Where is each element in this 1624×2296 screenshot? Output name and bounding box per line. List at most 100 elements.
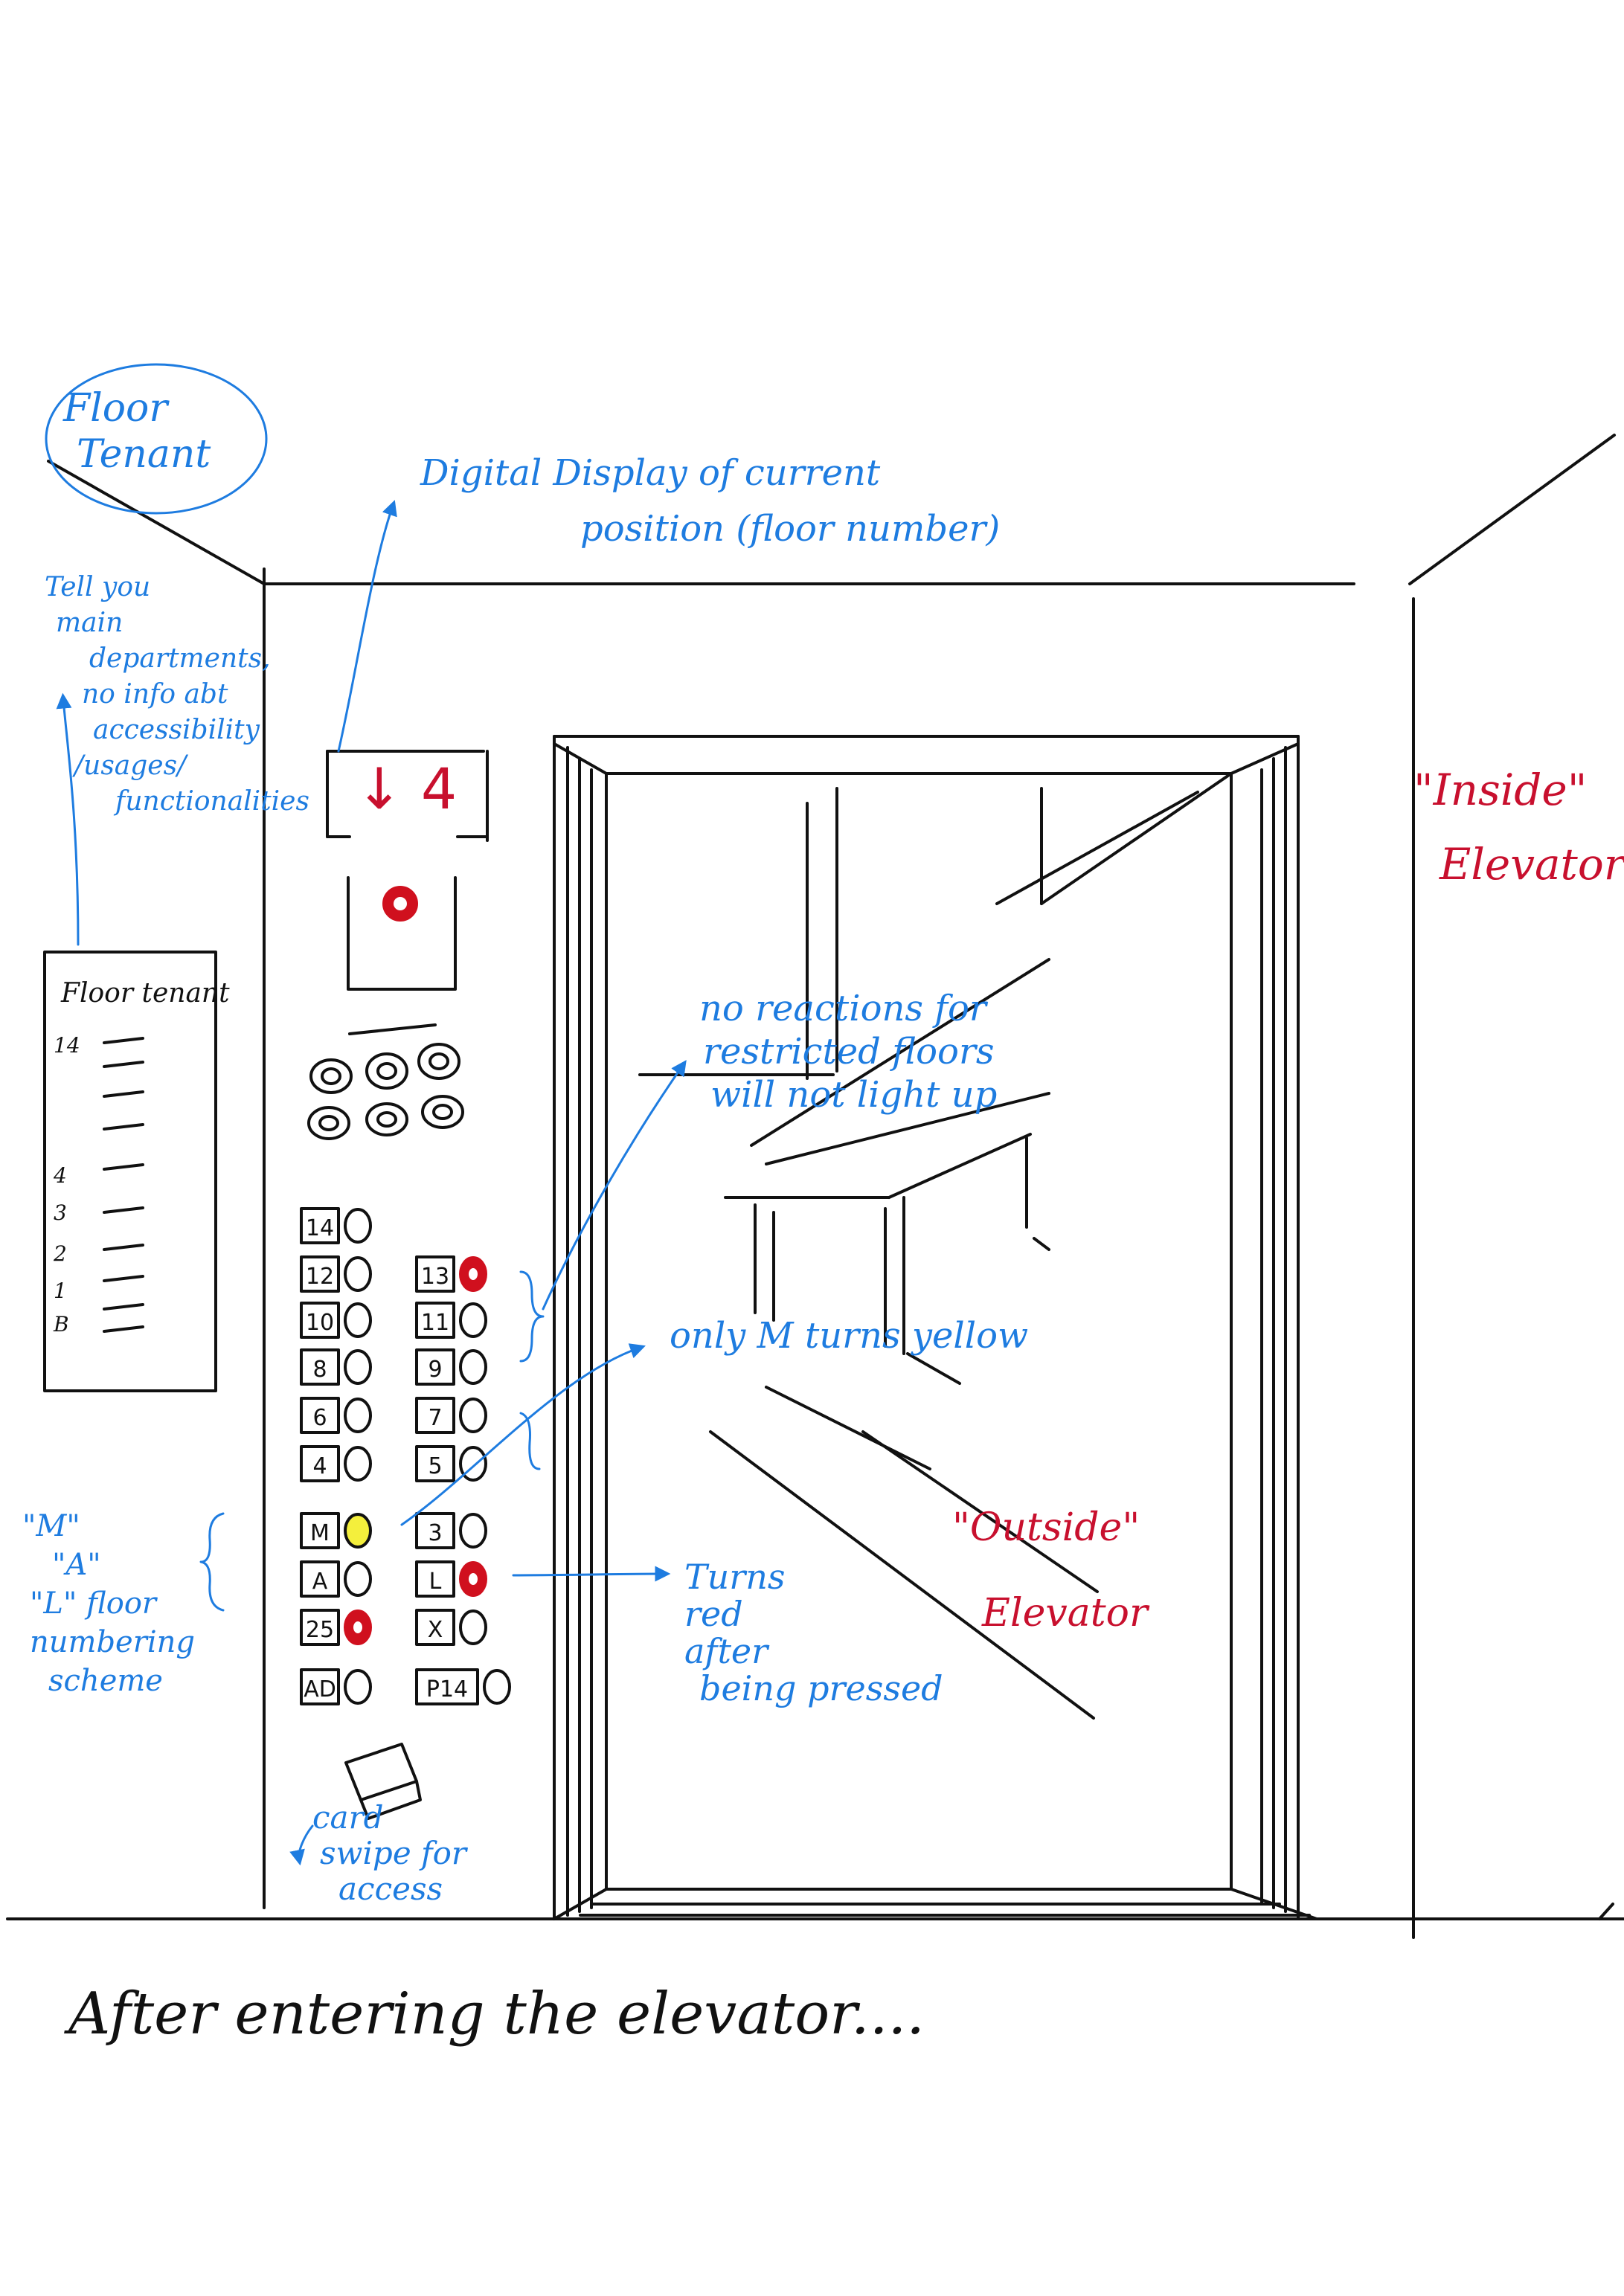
directory-floor-1: 1 bbox=[54, 1279, 67, 1302]
current-floor-number: 4 bbox=[421, 756, 457, 822]
button-lamp-off bbox=[484, 1670, 510, 1703]
floor-button-11[interactable]: 11 bbox=[417, 1303, 486, 1337]
floor-button-25[interactable]: 25 bbox=[301, 1610, 370, 1644]
floor-button-14[interactable]: 14 bbox=[301, 1209, 370, 1243]
numbering-note-line: scheme bbox=[48, 1665, 163, 1698]
floor-button-ad[interactable]: AD bbox=[301, 1670, 370, 1704]
directory-floor-2: 2 bbox=[54, 1242, 67, 1265]
floor-button-13[interactable]: 13 bbox=[417, 1257, 486, 1291]
directory-title: Floor tenant bbox=[61, 979, 230, 1009]
floor-button-l[interactable]: L bbox=[417, 1562, 486, 1596]
restricted-note-line: will not light up bbox=[710, 1075, 997, 1116]
floor-label: 14 bbox=[306, 1215, 334, 1241]
button-lamp-lit bbox=[345, 1514, 370, 1547]
restricted-note-line: no reactions for bbox=[699, 989, 986, 1029]
floor-directory-board bbox=[45, 952, 216, 1391]
display-note-line: position (floor number) bbox=[580, 509, 1000, 550]
red-note-line: Turns bbox=[684, 1558, 786, 1597]
lamp-glint bbox=[469, 1268, 478, 1280]
button-lamp-off bbox=[460, 1399, 486, 1432]
floor-label: 12 bbox=[306, 1264, 334, 1290]
button-lamp-off bbox=[460, 1351, 486, 1383]
floor-button-6[interactable]: 6 bbox=[301, 1398, 370, 1432]
floor-button-12[interactable]: 12 bbox=[301, 1257, 370, 1291]
floor-label: X bbox=[428, 1617, 443, 1643]
floor-button-4[interactable]: 4 bbox=[301, 1447, 370, 1481]
yellow-note-line: only M turns yellow bbox=[670, 1316, 1028, 1357]
card-note-line: access bbox=[338, 1871, 443, 1906]
button-lamp-off bbox=[345, 1563, 370, 1595]
floor-label: P14 bbox=[426, 1676, 468, 1702]
floor-label: 5 bbox=[428, 1453, 442, 1479]
button-lamp-off bbox=[345, 1447, 370, 1480]
inside-label-line: Elevator bbox=[1440, 840, 1624, 889]
display-note-line: Digital Display of current bbox=[420, 454, 880, 494]
button-lamp-off bbox=[460, 1304, 486, 1337]
floor-label: M bbox=[310, 1520, 330, 1546]
numbering-note-line: "M" bbox=[22, 1510, 80, 1543]
directory-note-line: accessibility bbox=[93, 716, 260, 745]
floor-button-x[interactable]: X bbox=[417, 1610, 486, 1644]
button-lamp-off bbox=[345, 1351, 370, 1383]
floor-label: 13 bbox=[421, 1264, 449, 1290]
directory-floor-4: 4 bbox=[54, 1164, 67, 1187]
card-note-line: card bbox=[312, 1800, 384, 1835]
floor-label: 8 bbox=[312, 1357, 327, 1383]
floor-button-7[interactable]: 7 bbox=[417, 1398, 486, 1432]
button-lamp-off bbox=[345, 1209, 370, 1242]
button-lamp-off bbox=[345, 1399, 370, 1432]
floor-button-a[interactable]: A bbox=[301, 1562, 370, 1596]
button-lamp-off bbox=[345, 1670, 370, 1703]
floor-tenant-bubble-line: Tenant bbox=[77, 433, 211, 476]
floor-button-10[interactable]: 10 bbox=[301, 1303, 370, 1337]
red-note-line: after bbox=[684, 1633, 768, 1671]
floor-button-3[interactable]: 3 bbox=[417, 1514, 486, 1548]
floor-label: L bbox=[429, 1569, 442, 1595]
directory-note-line: /usages/ bbox=[74, 751, 186, 781]
button-lamp-off bbox=[460, 1611, 486, 1644]
emergency-button-housing bbox=[348, 878, 455, 989]
restricted-note-line: restricted floors bbox=[703, 1032, 995, 1073]
floor-button-panel: 14 12 13 10 11 8 9 6 7 4 5M 3A L 25 X AD P14 bbox=[301, 1209, 510, 1704]
button-lamp-off bbox=[345, 1258, 370, 1290]
outside-label-line: Elevator bbox=[982, 1592, 1148, 1635]
floor-button-9[interactable]: 9 bbox=[417, 1350, 486, 1384]
floor-button-8[interactable]: 8 bbox=[301, 1350, 370, 1384]
numbering-note-line: numbering bbox=[30, 1626, 195, 1659]
floor-label: 11 bbox=[421, 1310, 449, 1336]
directory-lines bbox=[104, 1038, 143, 1331]
directory-note-line: functionalities bbox=[115, 787, 309, 817]
outside-label-line: "Outside" bbox=[952, 1506, 1140, 1549]
floor-button-p14[interactable]: P14 bbox=[417, 1670, 510, 1704]
directory-floor-14: 14 bbox=[54, 1034, 80, 1057]
numbering-bracket-left bbox=[201, 1514, 223, 1610]
floor-button-m[interactable]: M bbox=[301, 1514, 370, 1548]
button-lamp-off bbox=[345, 1304, 370, 1337]
directory-note-line: Tell you bbox=[45, 573, 150, 602]
numbering-note-line: "A" bbox=[52, 1549, 101, 1582]
caption: After entering the elevator.... bbox=[68, 1982, 925, 2047]
button-lamp-off bbox=[460, 1514, 486, 1547]
inside-label-line: "Inside" bbox=[1413, 766, 1587, 814]
direction-arrow-icon: ↓ bbox=[356, 756, 403, 822]
red-note-line: being pressed bbox=[699, 1670, 943, 1708]
floor-label: 25 bbox=[306, 1617, 334, 1643]
card-note-line: swipe for bbox=[320, 1836, 466, 1871]
door-control-buttons bbox=[309, 1025, 463, 1139]
directory-note-line: main bbox=[56, 608, 123, 638]
panel-bracket-right bbox=[521, 1272, 543, 1469]
lamp-glint bbox=[469, 1573, 478, 1585]
numbering-note-line: "L" floor bbox=[30, 1587, 156, 1621]
lamp-glint bbox=[353, 1621, 362, 1633]
directory-note-line: departments, bbox=[89, 644, 271, 674]
floor-label: 6 bbox=[312, 1405, 327, 1431]
floor-label: A bbox=[312, 1569, 328, 1595]
directory-floor-3: 3 bbox=[54, 1201, 67, 1224]
floor-label: 9 bbox=[428, 1357, 442, 1383]
floor-label: AD bbox=[304, 1676, 336, 1702]
floor-label: 7 bbox=[428, 1405, 442, 1431]
floor-label: 3 bbox=[428, 1520, 442, 1546]
floor-label: 4 bbox=[312, 1453, 327, 1479]
